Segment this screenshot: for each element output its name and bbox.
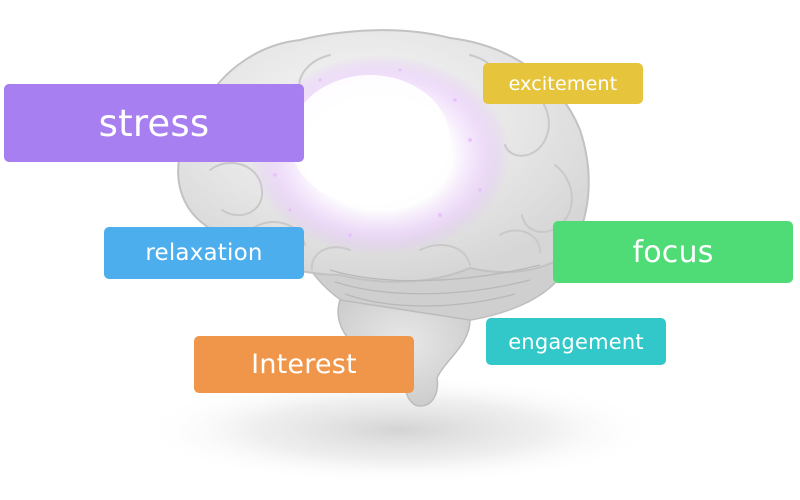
tag-focus: focus: [553, 221, 793, 283]
tag-interest: Interest: [194, 336, 414, 393]
tag-stress: stress: [4, 84, 304, 162]
tag-engagement: engagement: [486, 318, 666, 365]
tag-relaxation: relaxation: [104, 227, 304, 279]
tag-excitement: excitement: [483, 63, 643, 104]
